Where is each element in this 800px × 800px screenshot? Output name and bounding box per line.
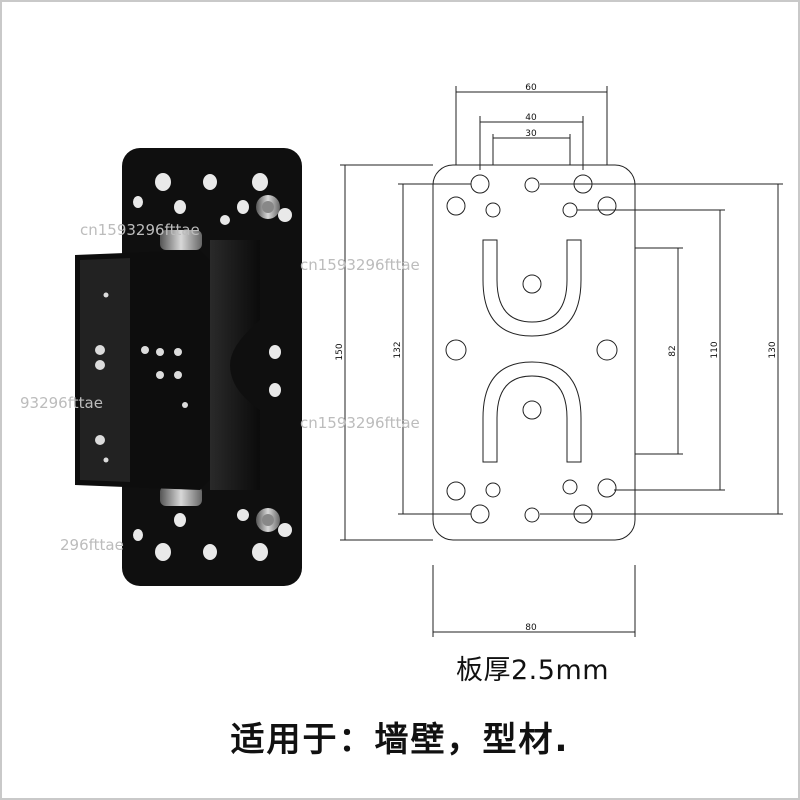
dim-label-110: 110 (710, 341, 720, 358)
drawing-hole (446, 481, 466, 501)
drawing-hole (446, 196, 466, 216)
watermark-text: cn1593296fttae (300, 414, 420, 432)
drawing-hole (562, 479, 578, 495)
drawing-hole (445, 339, 467, 361)
hinge-nut-top (160, 230, 202, 250)
dim-label-132: 132 (393, 341, 403, 358)
watermark-text: cn1593296fttae (300, 256, 420, 274)
drawing-hole (524, 177, 540, 193)
drawing-hole (597, 478, 617, 498)
dim-label-130: 130 (768, 341, 778, 358)
plate-thickness-label: 板厚2.5mm (456, 655, 610, 686)
dim-label-60: 60 (525, 83, 537, 93)
bracket-photo (75, 148, 302, 586)
drawing-hole (596, 339, 618, 361)
dim-label-82: 82 (668, 345, 678, 356)
plate-outline (432, 164, 636, 541)
dim-label-150: 150 (335, 343, 345, 360)
drawing-hole (522, 400, 542, 420)
dim-label-80: 80 (525, 623, 537, 633)
usage-caption: 适用于：墙壁，型材. (230, 720, 570, 760)
dim-label-30: 30 (525, 129, 537, 139)
hinge-nut-bottom (160, 486, 202, 506)
drawing-hole (485, 482, 501, 498)
technical-drawing: 60 40 30 150 132 82 110 130 80 (335, 83, 783, 637)
dim-label-40: 40 (525, 113, 537, 123)
drawing-hole (524, 507, 540, 523)
channel-face (80, 258, 130, 482)
u-slot-top (482, 239, 582, 337)
drawing-hole (597, 196, 617, 216)
side-arm (210, 240, 260, 490)
plate-holes-top (133, 173, 292, 225)
plate-holes-bottom (133, 345, 292, 561)
u-slot-bottom (482, 361, 582, 463)
drawing-hole (485, 202, 501, 218)
channel-holes (95, 292, 188, 463)
drawing-hole (522, 274, 542, 294)
watermark-text: cn1593296fttae (80, 221, 200, 239)
watermark-text: 93296fttae (20, 394, 103, 412)
watermark-text: 296fttae (60, 536, 124, 554)
